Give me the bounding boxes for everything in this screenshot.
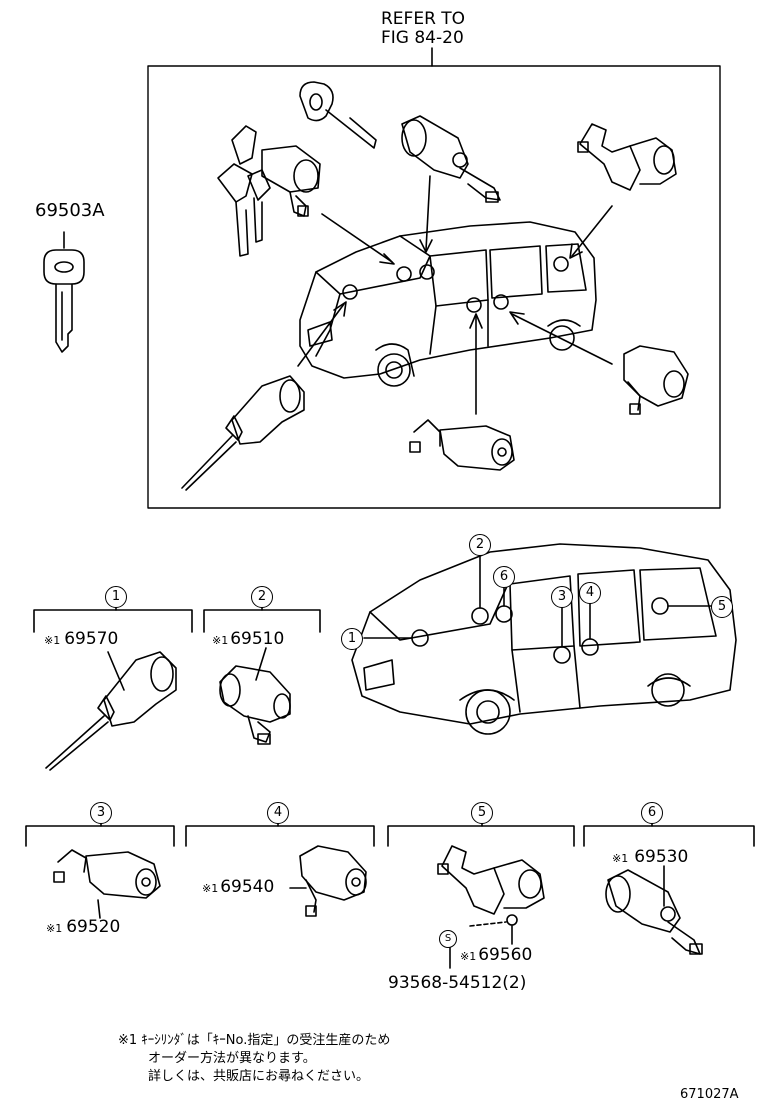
part-69540	[289, 845, 367, 917]
key-top	[299, 81, 377, 149]
marker-note-1: ※1	[44, 634, 61, 647]
part-number-69570: 69570	[64, 629, 119, 649]
part-label-69530[interactable]: ※1 69530	[612, 848, 688, 868]
part-number-69540: 69540	[220, 877, 275, 897]
part-number-69510: 69510	[230, 629, 285, 649]
refer-label-line1: REFER TO	[381, 9, 466, 29]
side-door-cylinder-top	[623, 345, 689, 415]
group-number-3: 3	[90, 802, 112, 824]
group-number-4: 4	[267, 802, 289, 824]
key-pair-top	[217, 125, 321, 257]
part-69510	[219, 647, 291, 745]
group-number-5: 5	[471, 802, 493, 824]
part-69530	[605, 865, 703, 955]
marker-note-1: ※1	[212, 634, 229, 647]
marker-note-1: ※1	[612, 852, 629, 865]
ignition-cylinder-top	[181, 375, 305, 491]
van-top	[297, 175, 613, 415]
marker-note-1: ※1	[460, 950, 477, 963]
part-number-69560: 69560	[478, 945, 533, 965]
marker-note-1: ※1	[46, 922, 63, 935]
door-cylinder-top	[401, 115, 501, 203]
refer-label-line2[interactable]: FIG 84-20	[381, 28, 464, 48]
part-69560	[437, 845, 545, 969]
van-callout-4: 4	[579, 582, 601, 604]
back-door-cylinder-top	[577, 123, 677, 191]
van-middle	[351, 543, 737, 735]
slide-door-cylinder-top	[409, 419, 515, 471]
group-number-1: 1	[105, 586, 127, 608]
figure-id: 671027A	[680, 1087, 739, 1102]
part-69570	[45, 651, 177, 771]
van-callout-5: 5	[711, 596, 733, 618]
footnote-line-2: オーダー方法が異なります。	[148, 1051, 316, 1066]
group-number-6: 6	[641, 802, 663, 824]
van-callout-1: 1	[341, 628, 363, 650]
part-number-69520: 69520	[66, 917, 121, 937]
footnote-line-1: ※1 ｷｰｼﾘﾝﾀﾞは「ｷｰNo.指定」の受注生産のため	[118, 1033, 391, 1048]
footnote: ※1 ｷｰｼﾘﾝﾀﾞは「ｷｰNo.指定」の受注生産のため オーダー方法が異なりま…	[118, 1032, 390, 1086]
part-69520	[53, 849, 161, 919]
reference-box	[147, 65, 721, 509]
van-callout-6: 6	[493, 566, 515, 588]
screw-symbol: S	[439, 930, 457, 948]
van-callout-2: 2	[469, 534, 491, 556]
group-number-2: 2	[251, 586, 273, 608]
part-number-93568-54512[interactable]: 93568-54512(2)	[388, 973, 527, 993]
part-number-69530: 69530	[634, 847, 689, 867]
footnote-line-3: 詳しくは、共販店にお尋ねください。	[148, 1069, 370, 1084]
key-69503A	[43, 231, 85, 353]
marker-note-1: ※1	[202, 882, 219, 895]
part-number-69503A[interactable]: 69503A	[35, 200, 105, 221]
van-callout-3: 3	[551, 586, 573, 608]
